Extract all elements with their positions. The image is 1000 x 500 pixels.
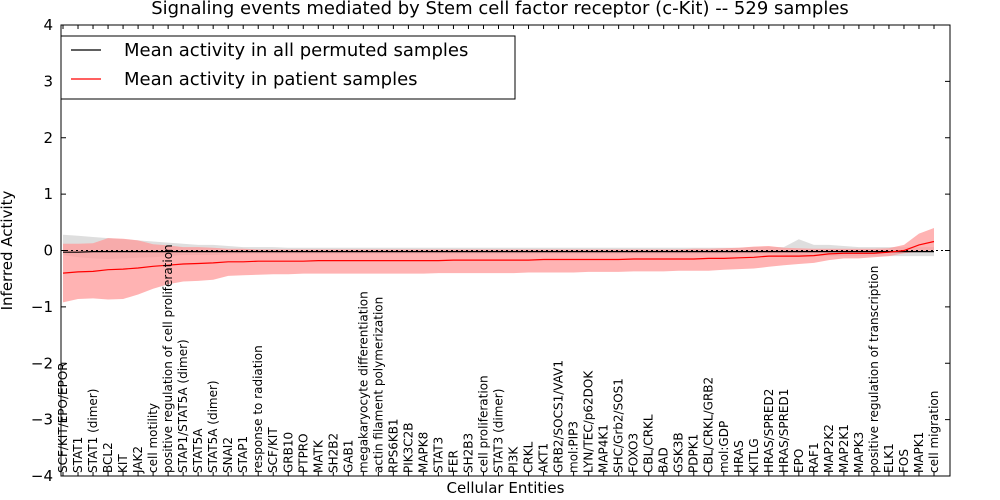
x-category-label: SCF/KIT: [266, 427, 280, 473]
x-category-label: BCL2: [101, 442, 115, 473]
x-category-label: mol:GDP: [717, 421, 731, 473]
y-axis-label: Inferred Activity: [0, 190, 16, 310]
y-tick-label: 2: [43, 129, 53, 147]
y-tick-label: 3: [43, 72, 53, 90]
x-category-label: megakaryocyte differentiation: [356, 291, 370, 473]
x-category-label: CBL/CRKL: [642, 414, 656, 473]
x-category-label: CBL/CRKL/GRB2: [702, 377, 716, 473]
y-tick-label: 0: [43, 242, 53, 260]
x-category-label: STAT5A: [191, 428, 205, 473]
x-category-label: STAP1: [236, 436, 250, 473]
chart-title: Signaling events mediated by Stem cell f…: [151, 0, 849, 19]
x-category-label: mol:PIP3: [567, 421, 581, 473]
series-lines: [62, 240, 935, 274]
x-category-label: SNAI2: [221, 437, 235, 473]
x-category-label: LYN/TEC/p62DOK: [582, 370, 596, 473]
x-category-label: STAT1: [71, 437, 85, 473]
y-axis: 4 3 2 1 0 −1 −2 −3 −4: [31, 16, 950, 485]
x-category-label: PIK3C2B: [401, 422, 415, 473]
x-category-label: MAPK1: [912, 432, 926, 473]
confidence-bands: [63, 228, 934, 303]
legend: Mean activity in all permuted samples Me…: [60, 35, 516, 100]
band-patient: [63, 228, 934, 303]
x-category-label: FOXO3: [627, 433, 641, 473]
x-category-label: ELK1: [882, 443, 896, 473]
x-category-label: cell motility: [146, 403, 160, 473]
x-category-label: MAPK8: [416, 432, 430, 473]
x-category-label: SH2B2: [326, 433, 340, 473]
x-category-label: GAB1: [341, 440, 355, 473]
x-category-label: HRAS/SPRED2: [762, 389, 776, 473]
x-category-label: MAP4K1: [597, 424, 611, 473]
x-axis-label: Cellular Entities: [447, 479, 565, 497]
x-category-label: JAK2: [131, 446, 145, 474]
x-category-label: PDPK1: [687, 434, 701, 473]
y-tick-label: −2: [31, 354, 53, 372]
x-category-label: STAP1/STAT5A (dimer): [176, 339, 190, 473]
x-category-label: PTPRO: [296, 433, 310, 473]
x-category-label: FER: [446, 450, 460, 473]
x-category-label: MAPK3: [852, 432, 866, 473]
x-category-label: MAP2K1: [837, 424, 851, 473]
x-category-label: cell proliferation: [477, 375, 491, 473]
x-category-label: MAP2K2: [822, 424, 836, 473]
y-tick-label: −3: [31, 411, 53, 429]
y-tick-label: 4: [43, 16, 53, 34]
legend-label-permuted: Mean activity in all permuted samples: [124, 40, 468, 61]
y-tick-label: 1: [43, 185, 53, 203]
x-category-label: GRB2/SOCS1/VAV1: [552, 360, 566, 473]
legend-label-patient: Mean activity in patient samples: [124, 69, 418, 90]
x-category-label: MATK: [311, 439, 325, 473]
x-category-label: STAT5A (dimer): [206, 380, 220, 473]
x-category-label: AKT1: [537, 443, 551, 473]
x-category-label: CRKL: [522, 441, 536, 473]
x-category-label: KITLG: [747, 438, 761, 473]
x-category-label: STAT3 (dimer): [492, 389, 506, 473]
plot-area: [60, 24, 951, 477]
x-category-label: STAT3: [431, 437, 445, 473]
x-category-label: HRAS/SPRED1: [777, 389, 791, 473]
x-category-label: SCF/KIT/EPO/EPOR: [56, 362, 70, 473]
x-category-label: cell migration: [927, 391, 941, 473]
x-category-label: BAD: [657, 447, 671, 473]
x-category-label: HRAS: [732, 440, 746, 473]
x-category-label: EPO: [792, 449, 806, 473]
x-category-label: SHC/Grb2/SOS1: [612, 378, 626, 473]
x-category-label: STAT1 (dimer): [86, 389, 100, 473]
legend-box: [60, 35, 516, 100]
x-category-label: response to radiation: [251, 345, 265, 473]
series-line-patient: [62, 240, 935, 274]
y-tick-label: −4: [31, 467, 53, 485]
series-line-permuted: [63, 251, 934, 253]
x-category-label: positive regulation of transcription: [867, 266, 881, 473]
x-category-label: RPS6KB1: [386, 418, 400, 473]
y-tick-label: −1: [31, 298, 53, 316]
x-category-label: RAF1: [807, 442, 821, 473]
x-category-label: SH2B3: [462, 433, 476, 473]
x-category-label: FOS: [897, 449, 911, 473]
x-category-label: PI3K: [507, 446, 521, 473]
x-category-label: GSK3B: [672, 432, 686, 473]
x-category-label: actin filament polymerization: [371, 297, 385, 473]
x-category-label: positive regulation of cell proliferatio…: [161, 244, 175, 473]
x-category-label: KIT: [116, 454, 130, 473]
x-category-label: GRB10: [281, 432, 295, 473]
